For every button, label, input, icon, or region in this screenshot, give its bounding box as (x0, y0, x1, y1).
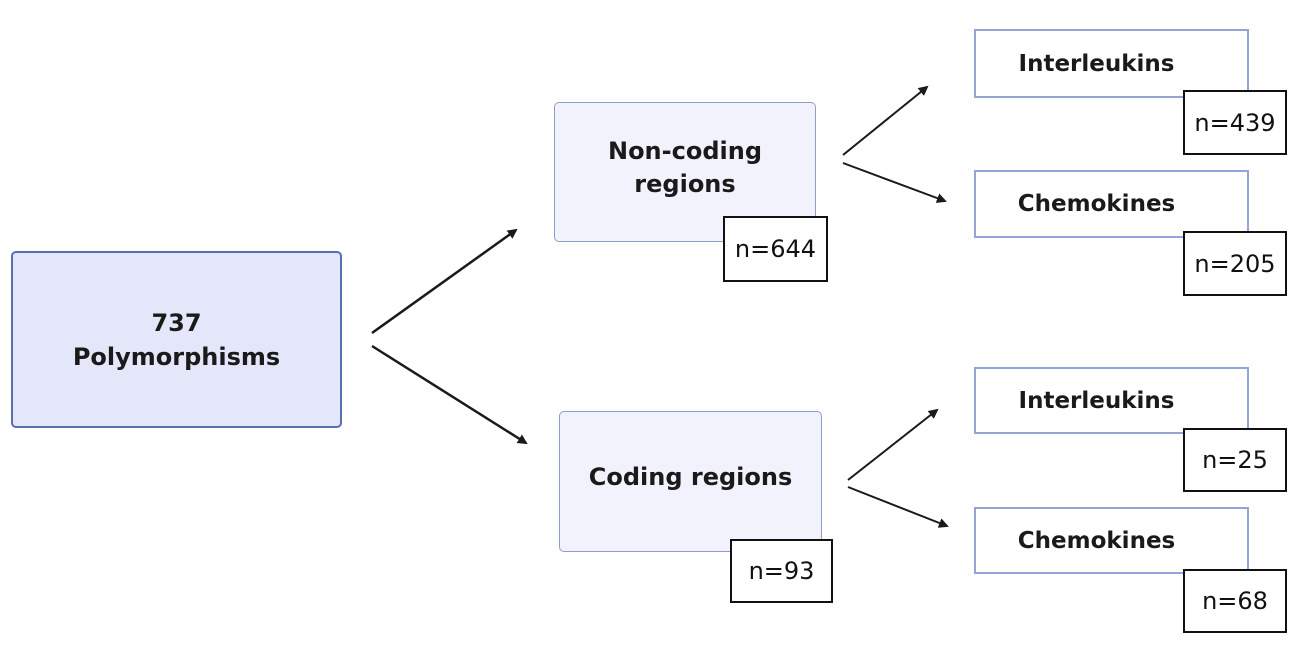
coding-interleukins-label: Interleukins (1018, 387, 1175, 414)
arrow-root-to-noncoding (371, 228, 518, 335)
coding-count-badge: n=93 (730, 539, 833, 603)
coding-chemokines-count: n=68 (1183, 569, 1287, 633)
noncoding-interleukins-label: Interleukins (1018, 50, 1175, 77)
noncoding-chemokines-count: n=205 (1183, 231, 1287, 296)
noncoding-interleukins-node: Interleukins (974, 29, 1249, 98)
coding-chemokines-label: Chemokines (1017, 527, 1176, 554)
coding-interleukins-count: n=25 (1183, 428, 1287, 492)
root-node-count: 737 (151, 308, 202, 337)
arrow-coding-to-interleukins (847, 408, 939, 481)
noncoding-chemokines-node: Chemokines (974, 170, 1249, 238)
arrow-coding-to-chemokines (847, 486, 949, 528)
noncoding-label-line1: Non-coding (607, 137, 762, 165)
arrow-root-to-coding (371, 344, 528, 445)
noncoding-chemokines-label: Chemokines (1017, 191, 1176, 217)
arrow-noncoding-to-interleukins (842, 85, 929, 156)
coding-regions-node: Coding regions (559, 411, 822, 552)
noncoding-interleukins-count: n=439 (1183, 90, 1287, 155)
noncoding-label-line2: regions (634, 170, 736, 198)
root-node-label: Polymorphisms (72, 342, 281, 371)
root-node-polymorphisms: 737 Polymorphisms (11, 251, 342, 428)
noncoding-count-badge: n=644 (723, 216, 828, 282)
coding-interleukins-node: Interleukins (974, 367, 1249, 434)
arrow-noncoding-to-chemokines (842, 162, 947, 203)
coding-label: Coding regions (588, 463, 793, 491)
coding-chemokines-node: Chemokines (974, 507, 1249, 574)
